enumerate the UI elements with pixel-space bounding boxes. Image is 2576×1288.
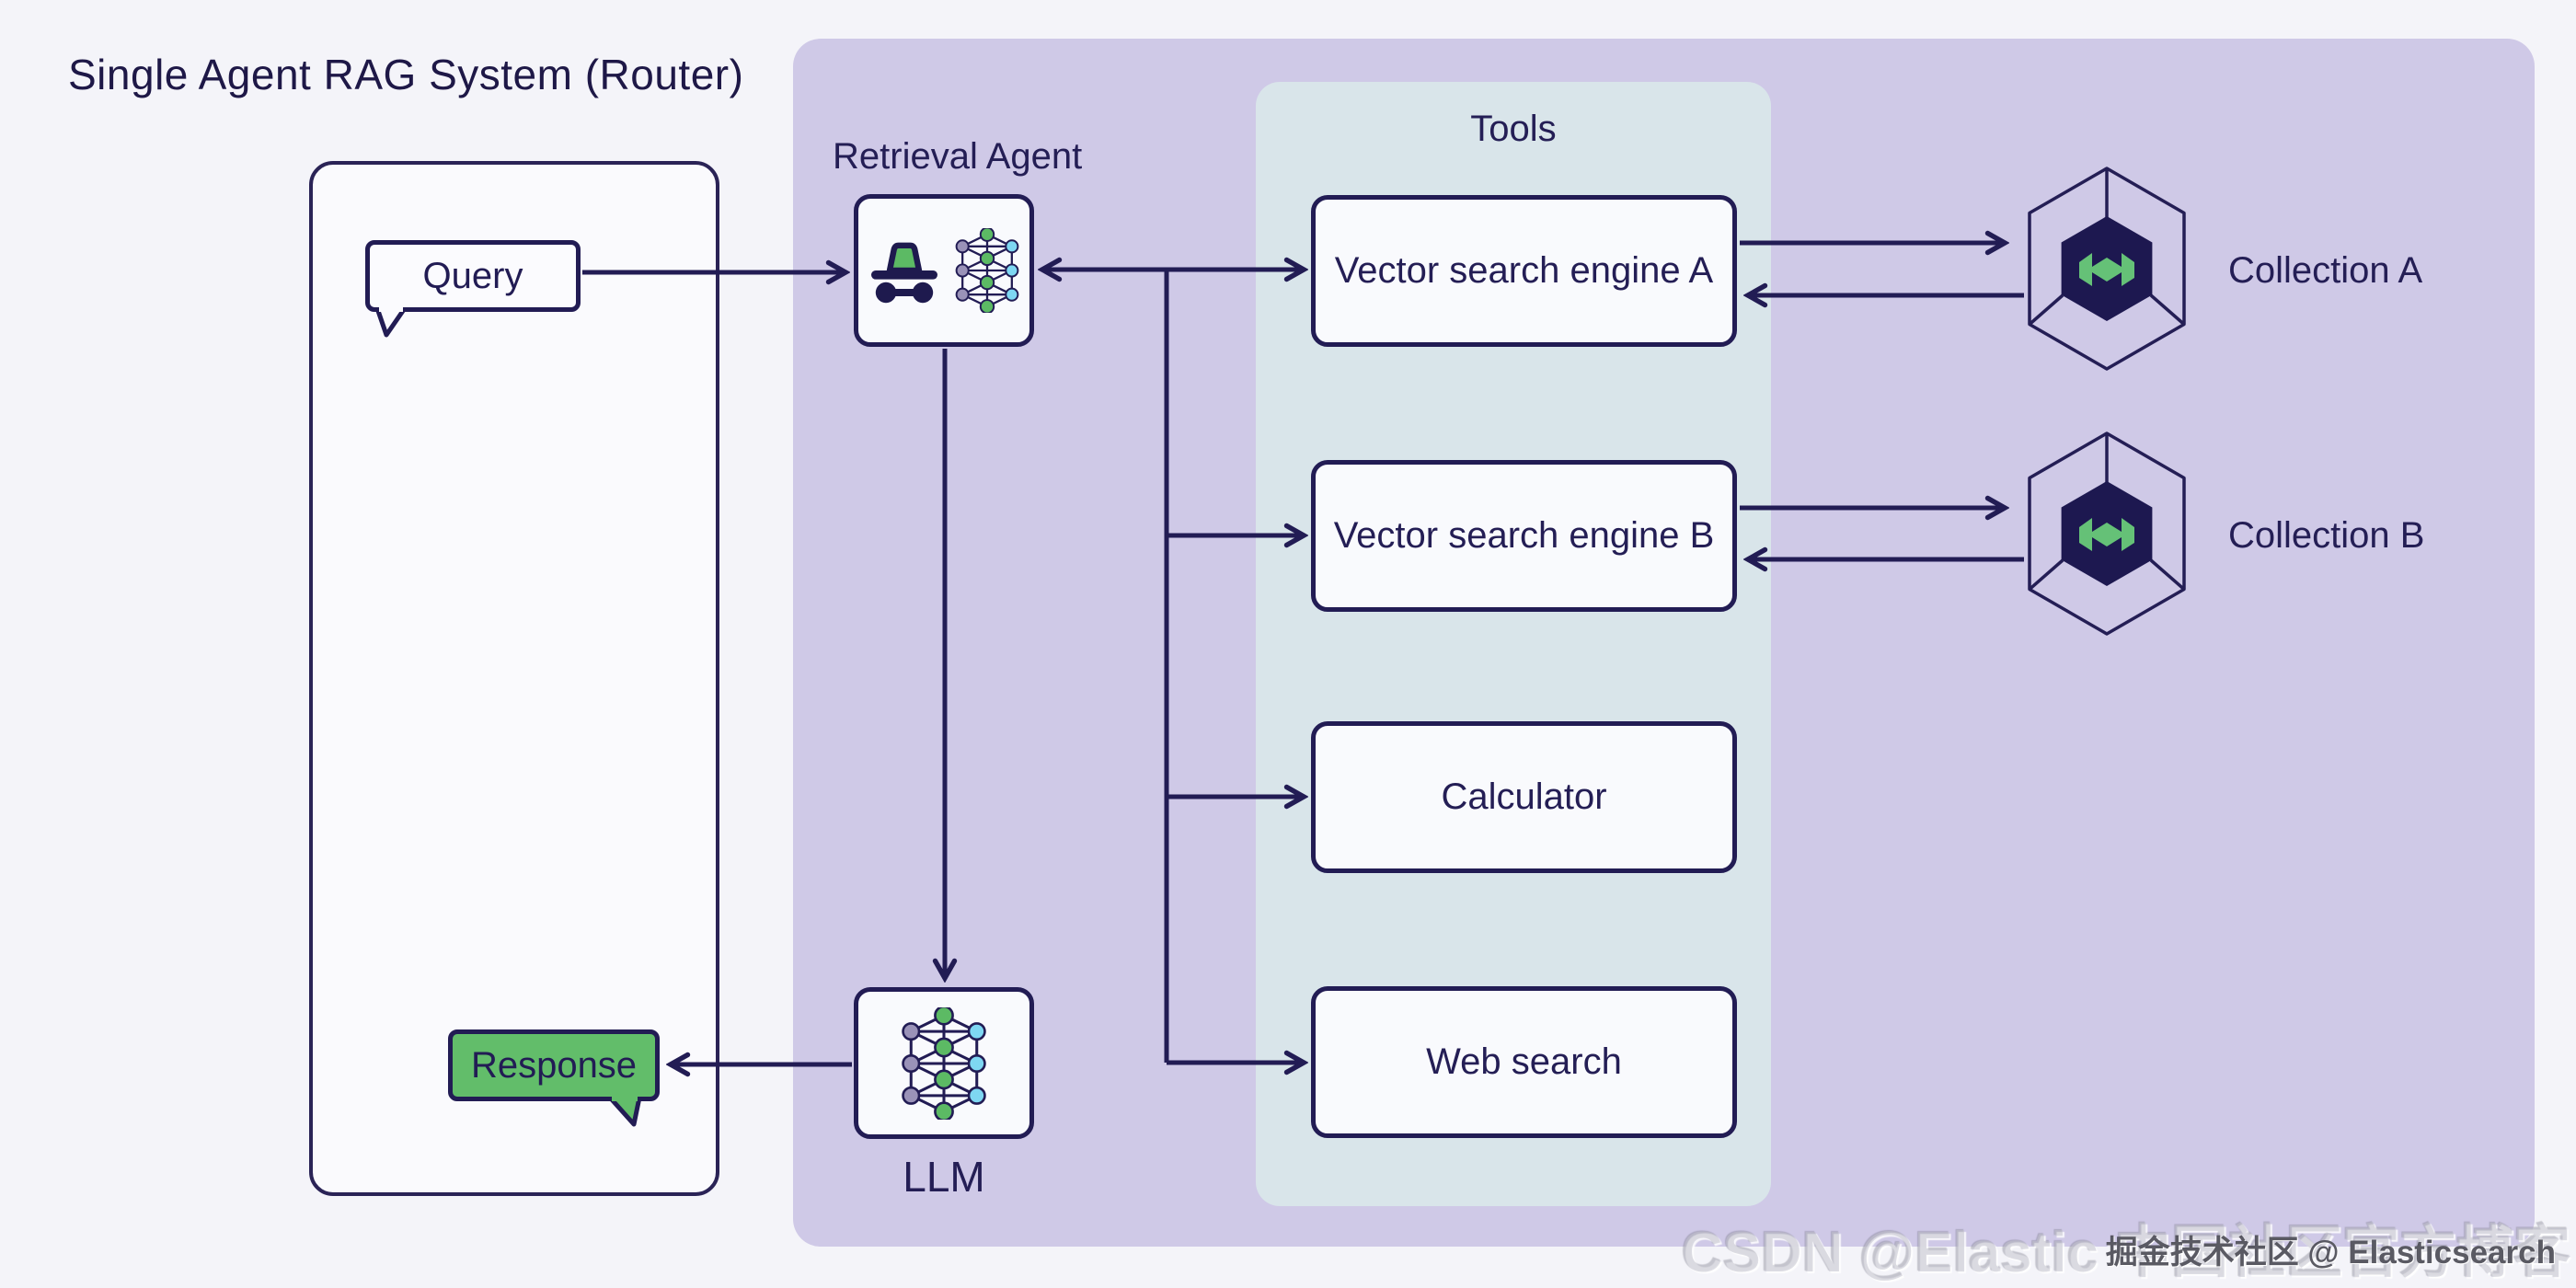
- collection-a-label: Collection A: [2228, 250, 2423, 291]
- response-label: Response: [470, 1044, 638, 1086]
- tool-label: Web search: [1426, 1041, 1622, 1082]
- tool-vector-search-a: Vector search engine A: [1311, 195, 1737, 347]
- juejin-watermark: 掘金技术社区 @ Elasticsearch: [2105, 1235, 2556, 1271]
- collection-b-label: Collection B: [2228, 515, 2425, 556]
- user-container: [309, 161, 719, 1196]
- neural-network-icon: [902, 1006, 986, 1120]
- neural-network-icon: [955, 228, 1019, 313]
- incognito-icon: [871, 242, 937, 304]
- response-bubble-tail: [607, 1097, 642, 1127]
- tool-label: Vector search engine A: [1334, 250, 1714, 291]
- tool-calculator: Calculator: [1311, 721, 1737, 873]
- csdn-watermark: CSDN @Elastic 中国社区官方博客: [1681, 1221, 2570, 1284]
- response-bubble: Response: [448, 1029, 660, 1101]
- tool-vector-search-b: Vector search engine B: [1311, 460, 1737, 612]
- retrieval-agent-node: [854, 194, 1034, 347]
- query-bubble-tail: [374, 307, 408, 338]
- tool-web-search: Web search: [1311, 986, 1737, 1138]
- query-label: Query: [422, 255, 523, 296]
- llm-node: [854, 987, 1034, 1139]
- weaviate-hexagon-icon: [2028, 431, 2186, 636]
- tool-label: Calculator: [1441, 776, 1607, 817]
- page-title: Single Agent RAG System (Router): [68, 51, 744, 98]
- tools-panel-title: Tools: [1470, 109, 1557, 149]
- query-bubble: Query: [365, 240, 581, 312]
- retrieval-agent-label: Retrieval Agent: [833, 136, 1083, 177]
- weaviate-hexagon-icon: [2028, 167, 2186, 371]
- tool-label: Vector search engine B: [1333, 515, 1715, 556]
- llm-label: LLM: [903, 1153, 985, 1201]
